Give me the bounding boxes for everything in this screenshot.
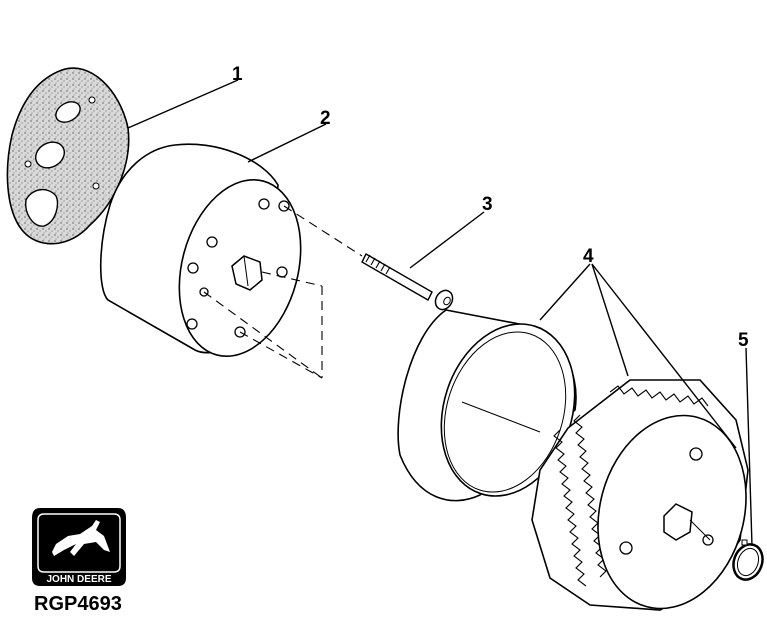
logo-brand-text: JOHN DEERE <box>46 574 111 585</box>
callout-2: 2 <box>320 108 331 129</box>
callout-3: 3 <box>482 194 493 215</box>
alignment-dashed-lines <box>203 205 531 411</box>
callout-leader-lines <box>127 79 753 547</box>
figure-reference-number: RGP4693 <box>34 593 122 615</box>
callout-4: 4 <box>583 246 594 267</box>
bushing-ring-part <box>397 309 577 502</box>
cap-screw-part <box>361 253 454 311</box>
gear-part <box>531 379 749 611</box>
callout-5: 5 <box>738 330 749 351</box>
snap-ring-part <box>732 539 764 581</box>
pump-housing-part <box>99 143 302 358</box>
callout-1: 1 <box>232 64 243 85</box>
leaping-deer-icon <box>52 520 110 556</box>
john-deere-logo: JOHN DEERE <box>32 508 126 586</box>
gasket-part <box>6 67 130 245</box>
